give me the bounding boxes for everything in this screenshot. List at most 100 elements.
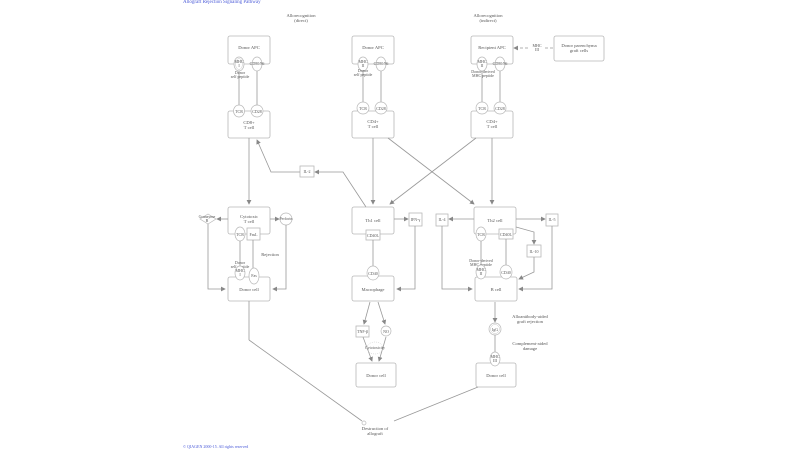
cd80-86-receptor-2[interactable]	[375, 56, 387, 72]
donor-cell-2-label: Donor cell	[366, 373, 386, 378]
cd80-86-receptor-3[interactable]	[494, 56, 506, 72]
mhc-i-label: MHC	[234, 59, 243, 64]
fas-label: Fas	[251, 273, 257, 278]
mhc-ii-label-1: MHC	[358, 59, 367, 64]
mhc-ii-receptor-3[interactable]	[475, 264, 487, 280]
cd80-86-label-1: CD80/86	[250, 61, 265, 66]
mhc-iii-label-2: III	[535, 47, 540, 52]
mhc-i-receptor-3[interactable]	[489, 351, 501, 367]
mhc-ii-label-2: MHC	[477, 59, 486, 64]
tcr-label-1: TCR	[235, 109, 243, 114]
donor-apc-2-label: Donor APC	[362, 45, 384, 50]
cd40-receptor-1[interactable]	[366, 265, 380, 281]
donor-derived-peptide-1b: MHC peptide	[472, 73, 494, 78]
no-node[interactable]	[380, 325, 392, 337]
donor-self-peptide-3: Donor	[358, 68, 369, 73]
page-title[interactable]: Allograft Rejection Signaling Pathway	[183, 0, 261, 5]
il2-node[interactable]	[299, 165, 315, 178]
donor-cell-1-label: Donor cell	[239, 287, 259, 292]
mhc-i-label-6: III	[493, 358, 498, 363]
cd80-86-receptor-1[interactable]	[251, 56, 263, 72]
perforin-label: Perforin	[279, 216, 292, 221]
donor-derived-peptide-1: Donor-derived	[471, 69, 494, 74]
antibody-rejection-label-2: graft rejection	[517, 319, 544, 324]
donor-parenchyma-label: Donor parenchyma	[561, 43, 596, 48]
copyright-footer[interactable]: © QIAGEN 2000-15. All rights reserved	[183, 444, 249, 449]
th2-label: Th2 cell	[487, 218, 503, 223]
tcr-label-2: TCR	[236, 232, 244, 237]
mhc-i-receptor-2[interactable]	[234, 265, 246, 281]
complement-label: Complement-aided	[512, 341, 548, 346]
destruction-label-2: allograft	[367, 431, 383, 436]
th1-label: Th1 cell	[365, 218, 381, 223]
il10-label: IL-10	[529, 249, 538, 254]
granzyme-label-2: B	[206, 218, 209, 223]
donor-self-peptide-3b: self peptide	[354, 72, 373, 77]
fasl-node[interactable]	[246, 227, 261, 241]
mhc-ii-label-2b: II	[481, 63, 484, 68]
tcr-label-5: TCR	[477, 232, 485, 237]
cd28-receptor-1[interactable]	[250, 104, 264, 118]
mhc-iii-label: MHC	[532, 43, 541, 48]
antibody-rejection-label: Alloantibody-aided	[512, 314, 548, 319]
tcr-label-4: TCR	[478, 106, 486, 111]
mhc-ii-label-1b: II	[362, 63, 365, 68]
mhc-i-receptor[interactable]	[233, 56, 245, 72]
donor-derived-peptide-2b: MHC peptide	[470, 262, 492, 267]
no-label: NO	[383, 329, 389, 334]
complement-label-2: damage	[523, 346, 537, 351]
section-indirect-l1: Allorecognition	[473, 13, 503, 18]
cytotoxic-label: Cytotoxic	[240, 214, 258, 219]
donor-parenchyma[interactable]	[553, 35, 605, 62]
donor-self-peptide-1b: self peptide	[231, 74, 250, 79]
tnf-beta-node[interactable]	[355, 325, 370, 338]
donor-self-peptide-2: Donor	[235, 260, 246, 265]
cd28-label-3: CD28	[495, 106, 505, 111]
b-cell-label: B cell	[491, 287, 503, 292]
donor-self-peptide-1: Donor	[235, 70, 246, 75]
cd28-receptor-3[interactable]	[493, 101, 507, 115]
tcr-label-3: TCR	[359, 106, 367, 111]
granzyme-label: Granzyme	[199, 214, 216, 219]
section-indirect-l2: (indirect)	[479, 18, 497, 23]
il2-label: IL-2	[303, 169, 310, 174]
il5-label: IL-5	[548, 217, 555, 222]
cd40l-label-2: CD40L	[500, 232, 513, 237]
b-cell[interactable]	[474, 276, 518, 302]
cd80-86-label-2: CD80/86	[374, 61, 389, 66]
granzyme-b-node[interactable]	[199, 213, 217, 225]
cd40-label-1: CD40	[368, 271, 378, 276]
cd4-tcell-2-label-2: T cell	[487, 124, 498, 129]
destruction-node[interactable]	[361, 420, 367, 426]
rejection-label: Rejection	[261, 252, 279, 257]
ifn-gamma-node[interactable]	[408, 212, 423, 227]
mhc-i-label-5: MHC	[490, 354, 499, 359]
mhc-ii-receptor-1[interactable]	[357, 56, 369, 72]
tcr-receptor-3[interactable]	[356, 101, 370, 115]
cd40-receptor-2[interactable]	[499, 264, 513, 280]
donor-apc-1-label: Donor APC	[238, 45, 260, 50]
mhc-i-label-3: MHC	[235, 268, 244, 273]
recipient-apc-label: Recipient APC	[478, 45, 505, 50]
edge-th1-il2	[314, 169, 367, 208]
section-direct-l2: (direct)	[294, 18, 308, 23]
mhc-ii-label-3: MHC	[476, 267, 485, 272]
tcr-receptor-1[interactable]	[233, 104, 245, 118]
fasl-label: FasL	[250, 232, 259, 237]
cd40-label-2: CD40	[501, 270, 511, 275]
cd4-tcell-1-label: CD4+	[367, 119, 379, 124]
mhc-i-label-4: I	[239, 272, 241, 277]
donor-cell-2[interactable]	[355, 362, 397, 388]
cytotoxicity-node[interactable]	[366, 341, 384, 355]
fas-receptor[interactable]	[248, 267, 260, 285]
tcr-receptor-4[interactable]	[475, 101, 489, 115]
cd8-tcell-label-2: T cell	[244, 125, 255, 130]
cd28-receptor-2[interactable]	[374, 101, 388, 115]
th2-cell[interactable]	[473, 206, 517, 235]
cd40l-label-1: CD40L	[367, 233, 380, 238]
section-direct-l1: Allorecognition	[286, 13, 316, 18]
tnf-beta-label: TNF-β	[357, 329, 368, 334]
igg-label: IgG	[492, 327, 498, 332]
ifn-gamma-label: IFN-γ	[411, 217, 421, 222]
mhc-ii-receptor-2[interactable]	[476, 56, 488, 72]
